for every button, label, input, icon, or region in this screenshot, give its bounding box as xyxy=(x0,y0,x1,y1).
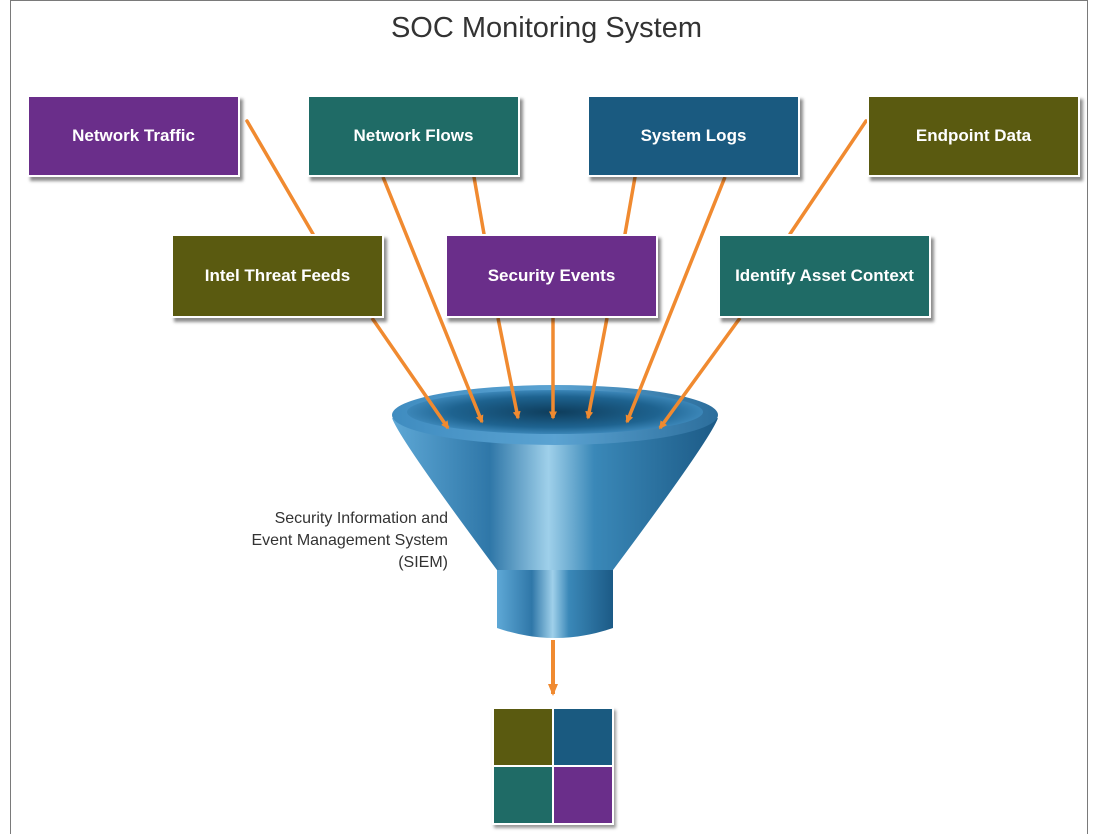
siem-caption-line-1: Security Information and xyxy=(274,510,448,527)
siem-output-grid xyxy=(492,707,614,825)
node-system-logs-label: System Logs xyxy=(640,126,747,145)
node-endpoint-data: Endpoint Data xyxy=(867,95,1080,177)
node-identify-asset-context: Identify Asset Context xyxy=(718,234,931,318)
connector-network-flows xyxy=(472,175,486,236)
arrow-identify-asset-context xyxy=(658,316,742,430)
connector-system-logs xyxy=(623,175,637,236)
arrow-security-events-1 xyxy=(496,317,521,420)
output-cell-2 xyxy=(554,709,612,765)
siem-caption-line-2: Event Management System xyxy=(251,532,448,549)
arrow-system-logs xyxy=(625,176,727,424)
output-cell-3 xyxy=(494,767,552,823)
connector-endpoint-data xyxy=(788,119,868,236)
node-intel-threat-feeds: Intel Threat Feeds xyxy=(171,234,384,318)
node-network-flows-label: Network Flows xyxy=(353,126,474,145)
funnel-mouth xyxy=(407,390,703,434)
arrow-network-flows xyxy=(381,176,484,424)
node-intel-threat-feeds-label: Intel Threat Feeds xyxy=(204,266,351,285)
connector-network-traffic xyxy=(245,119,315,236)
funnel-cone xyxy=(392,418,718,570)
diagram-title: SOC Monitoring System xyxy=(390,12,703,44)
diagram-frame xyxy=(10,0,1088,834)
funnel-spout xyxy=(497,570,613,638)
arrow-security-events-3 xyxy=(585,317,609,420)
siem-caption: Security Information and Event Managemen… xyxy=(190,508,448,574)
siem-caption-line-3: (SIEM) xyxy=(398,554,448,571)
node-identify-asset-context-label: Identify Asset Context xyxy=(735,266,914,285)
node-endpoint-data-label: Endpoint Data xyxy=(915,126,1032,145)
output-cell-1 xyxy=(494,709,552,765)
arrow-intel-threat-feeds xyxy=(370,317,450,430)
node-system-logs: System Logs xyxy=(587,95,800,177)
node-security-events-label: Security Events xyxy=(487,266,616,285)
node-network-flows: Network Flows xyxy=(307,95,520,177)
node-network-traffic-label: Network Traffic xyxy=(72,126,195,145)
node-network-traffic: Network Traffic xyxy=(27,95,240,177)
node-security-events: Security Events xyxy=(445,234,658,318)
output-cell-4 xyxy=(554,767,612,823)
